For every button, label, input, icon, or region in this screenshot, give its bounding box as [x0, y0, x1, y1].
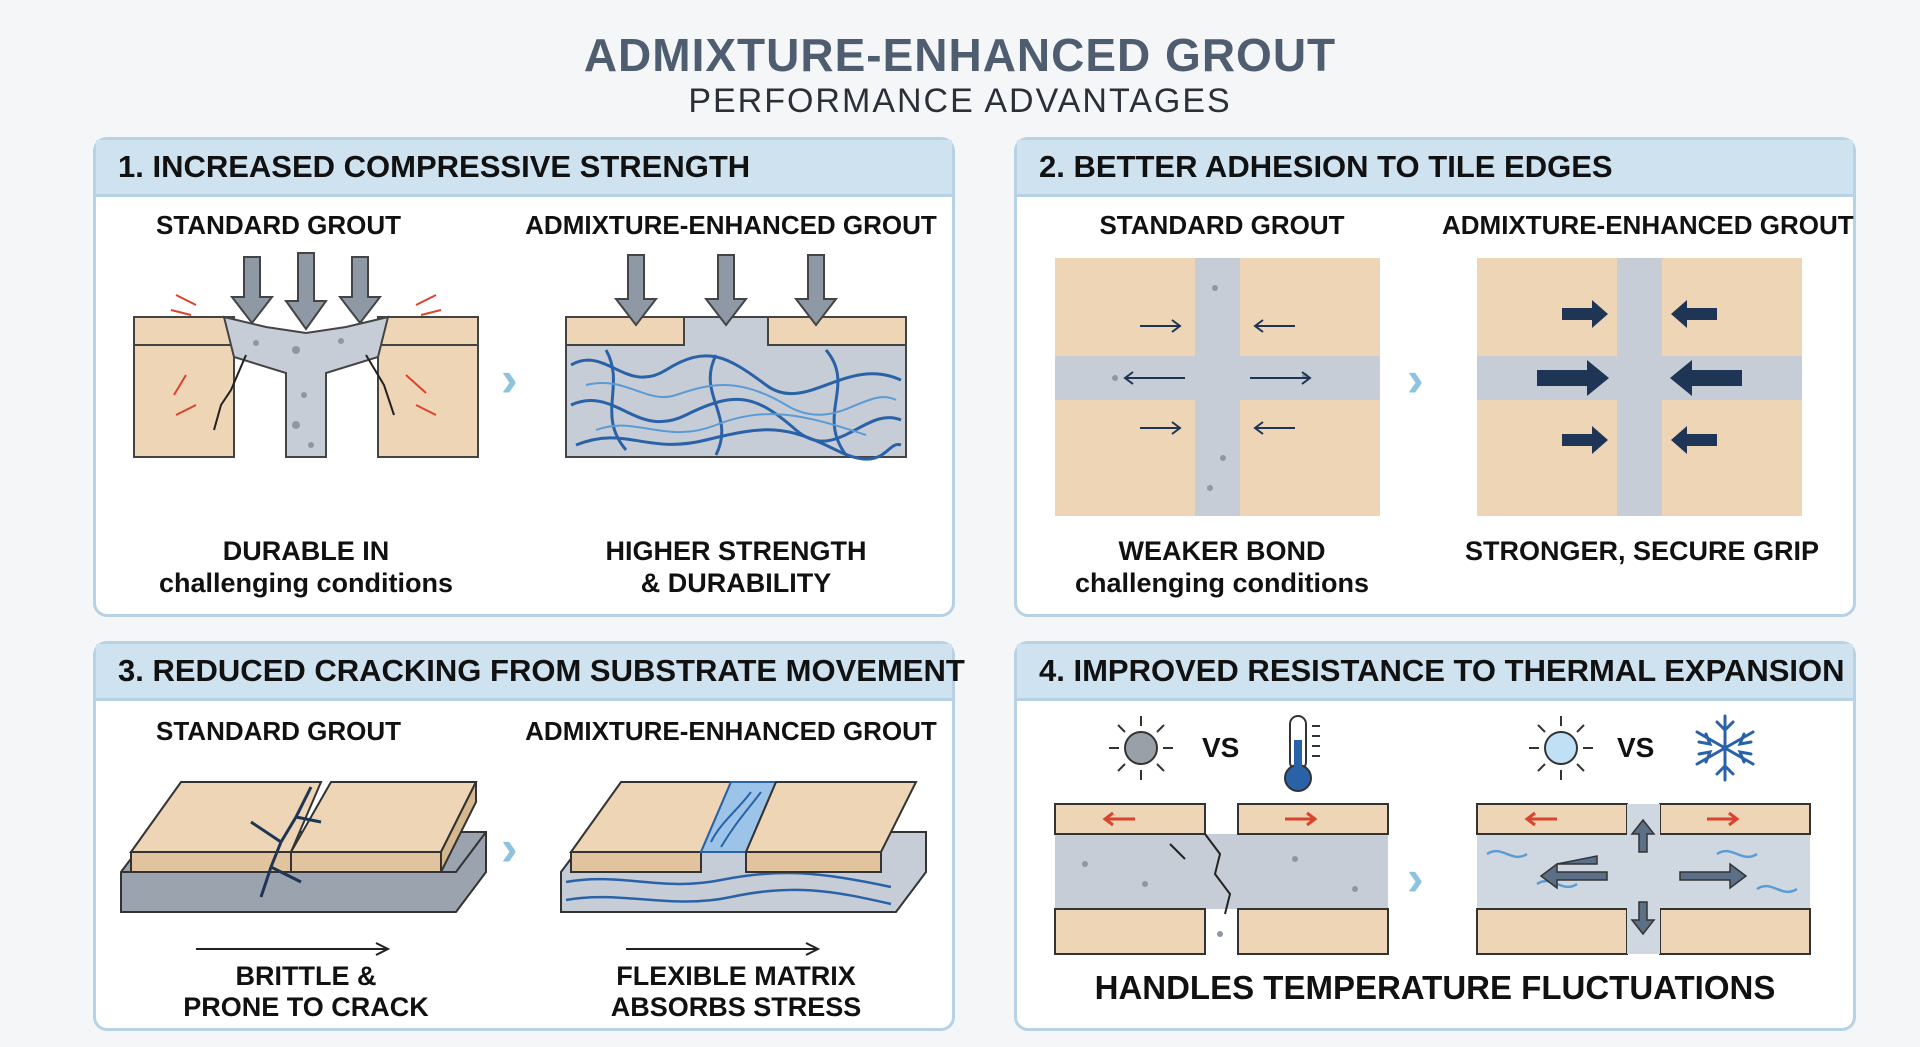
enhanced-caption-line2: ABSORBS STRESS [610, 992, 862, 1022]
standard-grout-compression-illustration [133, 252, 479, 458]
enhanced-thermal-illustration [1476, 803, 1811, 955]
enhanced-grout-compression-illustration [565, 254, 907, 461]
enhanced-caption-line1: FLEXIBLE MATRIX [616, 961, 856, 991]
arrow-right-icon [196, 942, 391, 956]
standard-grout-label: STANDARD GROUT [156, 210, 402, 240]
panel-reduced-cracking: 3. REDUCED CRACKING FROM SUBSTRATE MOVEM… [93, 641, 965, 1031]
standard-adhesion-illustration [1055, 258, 1380, 516]
standard-grout-label: STANDARD GROUT [156, 716, 402, 746]
standard-caption-line2: challenging conditions [158, 568, 453, 598]
arrow-right-icon [626, 942, 821, 956]
separator-chevron: › [501, 820, 518, 876]
standard-grout-label: STANDARD GROUT [1099, 210, 1345, 240]
enhanced-grout-label: ADMIXTURE-ENHANCED GROUT [1442, 210, 1854, 240]
separator-chevron: › [1407, 351, 1424, 407]
thermal-caption: HANDLES TEMPERATURE FLUCTUATIONS [1094, 969, 1776, 1006]
sun-icon [1109, 716, 1173, 780]
separator-chevron: › [1407, 850, 1424, 906]
standard-thermal-illustration [1054, 803, 1389, 955]
panel-adhesion: 2. BETTER ADHESION TO TILE EDGES STANDAR… [1014, 137, 1856, 617]
standard-caption-line1: WEAKER BOND [1118, 536, 1326, 566]
enhanced-caption-line1: HIGHER STRENGTH [605, 536, 867, 566]
standard-caption-line1: BRITTLE & [235, 961, 377, 991]
standard-caption-line1: DURABLE IN [222, 536, 390, 566]
sun-cool-icon [1529, 716, 1593, 780]
enhanced-grout-label: ADMIXTURE-ENHANCED GROUT [525, 210, 937, 240]
panel-heading: 4. IMPROVED RESISTANCE TO THERMAL EXPANS… [1017, 644, 1853, 701]
standard-caption-line2: PRONE TO CRACK [183, 992, 429, 1022]
page-subtitle: PERFORMANCE ADVANTAGES [688, 82, 1232, 120]
page-title: ADMIXTURE-ENHANCED GROUT [583, 29, 1337, 81]
enhanced-cracking-illustration [560, 781, 927, 913]
enhanced-caption-line2: & DURABILITY [640, 568, 832, 598]
panel-heading: 1. INCREASED COMPRESSIVE STRENGTH [96, 140, 952, 197]
standard-caption-line2: challenging conditions [1074, 568, 1369, 598]
thermometer-icon [1284, 715, 1320, 792]
panel-thermal-expansion: 4. IMPROVED RESISTANCE TO THERMAL EXPANS… [1014, 641, 1856, 1031]
vs-label: VS [1202, 732, 1240, 763]
snowflake-icon [1695, 714, 1755, 782]
enhanced-caption-line1: STRONGER, SECURE GRIP [1464, 536, 1820, 566]
panel-heading: 3. REDUCED CRACKING FROM SUBSTRATE MOVEM… [96, 644, 965, 701]
separator-chevron: › [501, 351, 518, 407]
enhanced-adhesion-illustration [1477, 258, 1802, 516]
standard-cracking-illustration [120, 781, 487, 913]
enhanced-grout-label: ADMIXTURE-ENHANCED GROUT [525, 716, 937, 746]
vs-label: VS [1617, 732, 1655, 763]
panel-heading: 2. BETTER ADHESION TO TILE EDGES [1017, 140, 1853, 197]
panel-compressive-strength: 1. INCREASED COMPRESSIVE STRENGTH STANDA… [93, 137, 955, 617]
